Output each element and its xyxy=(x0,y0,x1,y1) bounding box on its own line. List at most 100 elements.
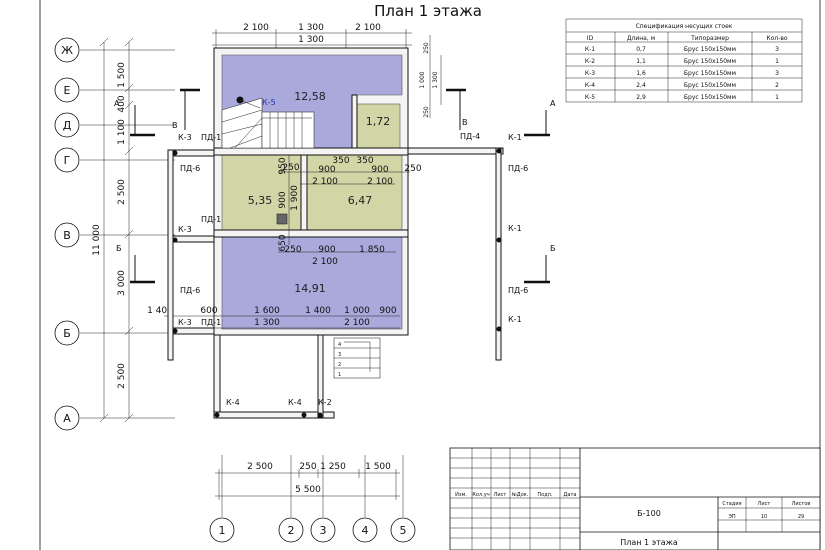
dim-int-r4-4: 2 100 xyxy=(312,257,338,267)
title-block: Изм. Кол.уч Лист №Док. Подп. Дата Б-100 … xyxy=(449,447,821,550)
axis-label-Г: Г xyxy=(64,154,71,167)
dim-int-r5-0: 1 400 xyxy=(147,306,173,316)
axis-label-Е: Е xyxy=(64,84,71,97)
axis-label-Д: Д xyxy=(63,119,72,132)
dim-int-r1-0: 250 xyxy=(282,163,299,173)
dim-int-r5-5: 900 xyxy=(379,306,396,316)
building-plan: К-5 12,58 1,72 5,35 6,47 14,91 250 350 3… xyxy=(147,47,422,336)
axis-bubble-Е xyxy=(54,77,80,103)
room-area-0: 12,58 xyxy=(294,90,326,103)
label-k4-0: К-4 xyxy=(226,398,240,407)
dim-int-r4-3: 1 850 xyxy=(359,245,385,255)
dim-int-r5-1: 600 xyxy=(200,306,217,316)
room-area-2: 5,35 xyxy=(248,194,273,207)
room-right-middle xyxy=(306,154,403,231)
dim-top-3: 1 300 xyxy=(298,35,324,45)
axis-bubble-5 xyxy=(390,517,416,543)
stamp-sheets-label: Листов xyxy=(792,501,811,507)
spec-cell-4-0: К-5 xyxy=(585,94,595,101)
axis-label-А: А xyxy=(63,412,71,425)
section-a-left: А xyxy=(114,99,120,108)
dim-top-right-3: 250 xyxy=(423,106,430,118)
axis-bubble-1 xyxy=(209,517,235,543)
dim-left-5: 2 500 xyxy=(117,363,127,389)
chimney-block xyxy=(276,213,288,225)
label-pd1-1: ПД-1 xyxy=(201,215,221,224)
dim-left-total: 11 000 xyxy=(92,224,102,256)
axis-bubble-В xyxy=(54,222,80,248)
right-terrace: ПД-4 К-1 ПД-6 К-1 ПД-6 К-1 xyxy=(407,132,528,361)
spec-header-qty: Кол-во xyxy=(766,35,787,42)
label-pd1-0: ПД-1 xyxy=(201,133,221,142)
spec-cell-3-1: 2,4 xyxy=(636,82,646,89)
spec-cell-0-3: 3 xyxy=(775,46,779,53)
label-k4-1: К-4 xyxy=(288,398,302,407)
spec-cell-0-2: Брус 150х150мм xyxy=(684,46,736,53)
section-v-left: В xyxy=(172,121,178,130)
interior-stairs xyxy=(221,97,315,149)
stamp-sheet: 10 xyxy=(761,514,767,520)
axis-bubble-Ж xyxy=(54,37,80,63)
spec-header-id: ID xyxy=(587,35,594,42)
stamp-name: План 1 этажа xyxy=(620,538,678,547)
room-left-middle xyxy=(221,154,302,231)
label-pd6-3: ПД-6 xyxy=(508,286,528,295)
dim-top-2: 2 100 xyxy=(355,23,381,33)
label-pd6-2: ПД-6 xyxy=(508,164,528,173)
dim-int-r2-1: 900 xyxy=(371,165,388,175)
dim-int-r4-0: 650 xyxy=(278,234,288,251)
drawing-title: План 1 этажа xyxy=(374,2,482,20)
section-b-left: Б xyxy=(116,244,122,253)
label-k3-0: К-3 xyxy=(178,133,192,142)
top-dimension-chain: 2 100 1 300 2 100 1 300 250 1 000 1 300 … xyxy=(212,23,442,118)
stamp-sheet-label: Лист xyxy=(758,501,771,507)
dim-int-r1-1: 350 xyxy=(332,156,349,166)
dim-bottom-3: 1 500 xyxy=(365,462,391,472)
axis-label-В: В xyxy=(63,229,71,242)
axis-label-1: 1 xyxy=(219,524,226,537)
axis-bubble-Б xyxy=(54,320,80,346)
dim-int-v1-0: 950 xyxy=(278,157,288,174)
spec-caption: Спецификация несущих стоек xyxy=(636,23,733,30)
spec-cell-3-3: 2 xyxy=(775,82,779,89)
axes-left: Ж Е Д Г В Б А xyxy=(54,37,175,431)
spec-header-size: Типоразмер xyxy=(690,35,729,42)
spec-cell-2-1: 1,6 xyxy=(636,70,646,77)
spec-cell-4-3: 1 xyxy=(775,94,779,101)
spec-cell-1-0: К-2 xyxy=(585,58,595,65)
dim-int-r6-0: 1 300 xyxy=(254,318,280,328)
dim-bottom-0: 2 500 xyxy=(247,462,273,472)
section-marks: В В А А Б Б xyxy=(114,88,556,284)
dim-int-r6-1: 2 100 xyxy=(344,318,370,328)
room-area-1: 1,72 xyxy=(366,115,391,128)
dim-int-r2-0: 900 xyxy=(318,165,335,175)
spec-cell-3-2: Брус 150х150мм xyxy=(684,82,736,89)
dim-top-right-2: 1 300 xyxy=(432,71,439,88)
dim-left-2: 1 100 xyxy=(117,119,127,145)
dim-top-right-0: 250 xyxy=(423,42,430,54)
dim-bottom-2: 1 250 xyxy=(320,462,346,472)
label-k1-2: К-1 xyxy=(508,315,522,324)
dim-int-r3-1: 2 100 xyxy=(367,177,393,187)
dim-int-v1-1: 900 xyxy=(278,191,288,208)
label-pd4: ПД-4 xyxy=(460,132,480,141)
dim-int-r5-2: 1 600 xyxy=(254,306,280,316)
left-terrace: К-3 ПД-1 ПД-6 ПД-1 К-3 ПД-6 К-3 ПД-1 xyxy=(167,133,221,361)
dim-top-1: 1 300 xyxy=(298,23,324,33)
section-v-right: В xyxy=(462,118,468,127)
porch: К-4 К-4 К-2 4 3 2 1 xyxy=(213,334,381,419)
stamp-col-2: Лист xyxy=(494,492,507,498)
spec-cell-0-1: 0,7 xyxy=(636,46,646,53)
axis-label-3: 3 xyxy=(320,524,327,537)
section-a-right: А xyxy=(550,99,556,108)
label-pd1-2: ПД-1 xyxy=(201,318,221,327)
label-pd6-1: ПД-6 xyxy=(180,286,200,295)
label-k2: К-2 xyxy=(318,398,332,407)
left-dimension-chain: 1 500 400 1 100 2 500 3 000 2 500 11 000 xyxy=(92,37,134,423)
axis-bubble-2 xyxy=(278,517,304,543)
axis-label-Б: Б xyxy=(63,327,71,340)
axis-label-Ж: Ж xyxy=(61,44,73,57)
spec-cell-2-2: Брус 150х150мм xyxy=(684,70,736,77)
stamp-code: Б-100 xyxy=(637,509,661,518)
